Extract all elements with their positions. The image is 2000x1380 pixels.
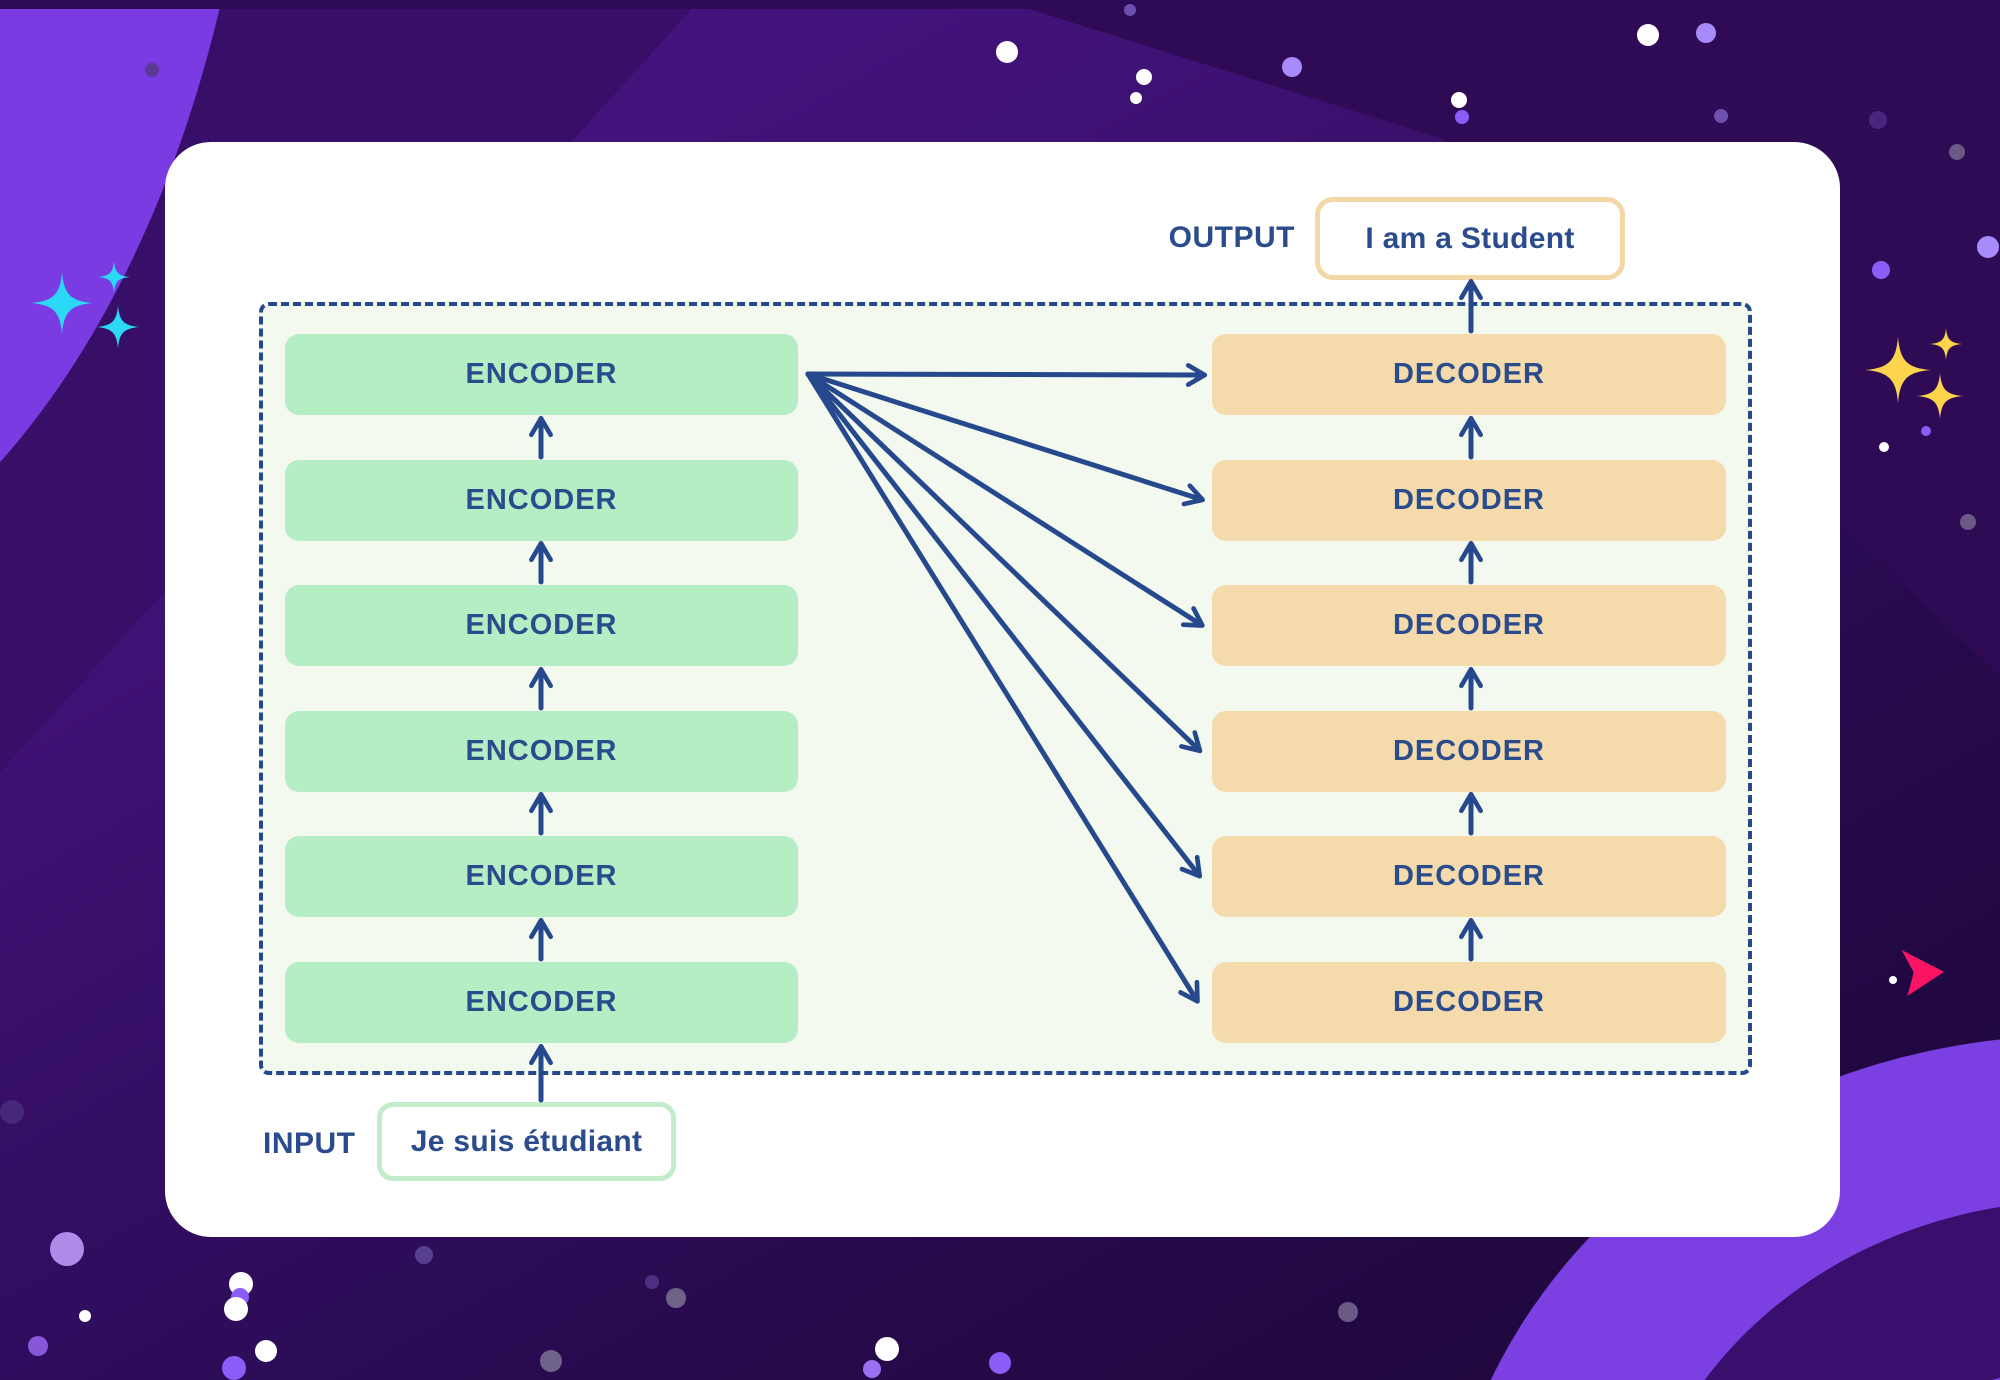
star-dot xyxy=(1455,110,1469,124)
decoder-block-4: DECODER xyxy=(1212,711,1726,792)
encoder-block-2: ENCODER xyxy=(285,460,798,541)
star-dot xyxy=(1282,57,1302,77)
star-dot xyxy=(224,1297,248,1321)
star-dot xyxy=(1136,69,1152,85)
chevron-arrow-pink-icon xyxy=(1901,947,1945,997)
star-dot xyxy=(0,1100,24,1124)
sparkle-cluster-yellow-icon xyxy=(1865,328,1963,419)
encoder-block-6: ENCODER xyxy=(285,962,798,1043)
decoder-block-6: DECODER xyxy=(1212,962,1726,1043)
star-dot xyxy=(1977,236,1999,258)
star-dot xyxy=(1696,23,1716,43)
input-label: INPUT xyxy=(263,1127,356,1160)
input-box: Je suis étudiant xyxy=(377,1102,676,1181)
input-text: Je suis étudiant xyxy=(410,1124,643,1158)
star-dot xyxy=(645,1275,659,1289)
star-dot xyxy=(666,1288,686,1308)
star-dot xyxy=(28,1336,48,1356)
star-dot xyxy=(1451,92,1467,108)
star-dot xyxy=(222,1356,246,1380)
output-text: I am a Student xyxy=(1365,221,1575,255)
decoder-block-5: DECODER xyxy=(1212,836,1726,917)
star-dot xyxy=(989,1352,1011,1374)
star-dot xyxy=(1879,442,1889,452)
star-dot xyxy=(1130,92,1142,104)
transformer-container xyxy=(259,302,1752,1075)
sparkle-cluster-cyan-icon xyxy=(31,261,140,349)
encoder-block-1: ENCODER xyxy=(285,334,798,415)
star-dot xyxy=(1637,24,1659,46)
encoder-block-3: ENCODER xyxy=(285,585,798,666)
star-dot xyxy=(1714,109,1728,123)
star-dot xyxy=(1921,426,1931,436)
decoder-block-1: DECODER xyxy=(1212,334,1726,415)
star-dot xyxy=(1338,1302,1358,1322)
star-dot xyxy=(79,1310,91,1322)
star-dot xyxy=(145,63,159,77)
output-label: OUTPUT xyxy=(1168,221,1295,254)
star-dot xyxy=(540,1350,562,1372)
star-dot xyxy=(1869,111,1887,129)
encoder-block-4: ENCODER xyxy=(285,711,798,792)
star-dot xyxy=(50,1232,84,1266)
encoder-block-5: ENCODER xyxy=(285,836,798,917)
star-dot xyxy=(415,1246,433,1264)
star-dot xyxy=(996,41,1018,63)
star-dot xyxy=(1124,4,1136,16)
star-dot xyxy=(1949,144,1965,160)
star-dot xyxy=(875,1337,899,1361)
star-dot xyxy=(1872,261,1890,279)
background-top-strip xyxy=(0,0,1510,9)
output-box: I am a Student xyxy=(1315,197,1625,280)
decoder-block-3: DECODER xyxy=(1212,585,1726,666)
star-dot xyxy=(1960,514,1976,530)
star-dot xyxy=(863,1360,881,1378)
decoder-block-2: DECODER xyxy=(1212,460,1726,541)
star-dot xyxy=(1889,976,1897,984)
star-dot xyxy=(255,1340,277,1362)
